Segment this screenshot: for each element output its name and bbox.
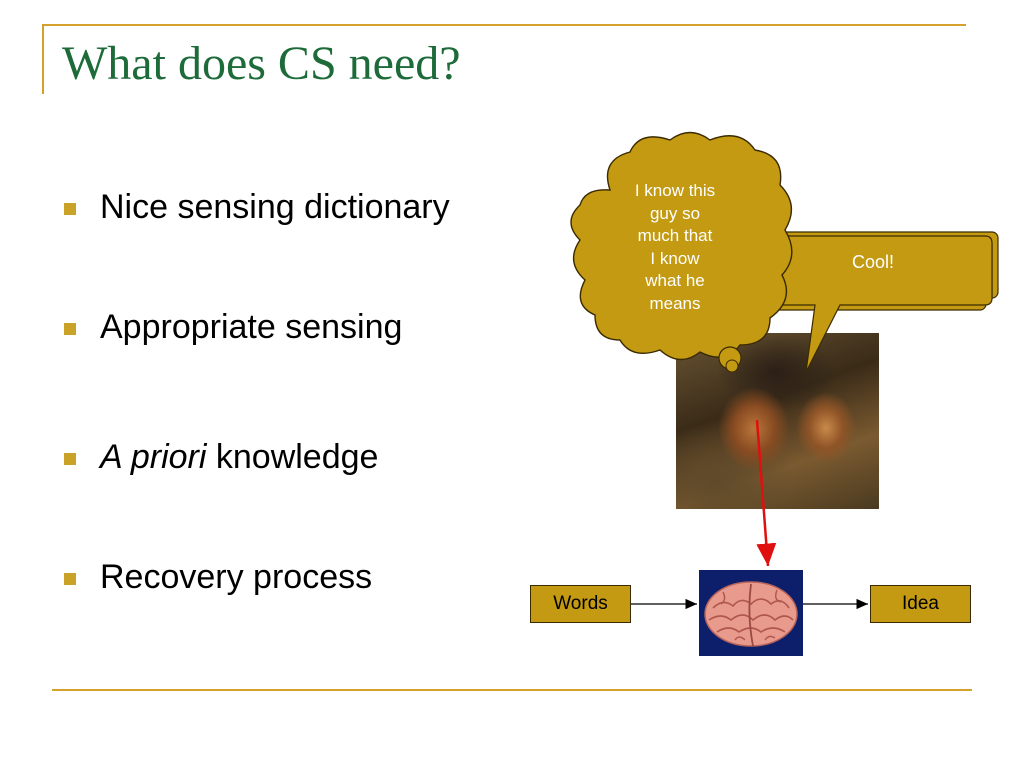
thought-line: much that [637,226,713,245]
bullet-text: Nice sensing dictionary [100,188,450,226]
frame-left-line [42,24,44,94]
two-faces-painting-image [676,333,879,509]
frame-bottom-line [52,689,972,691]
bullet-square-icon [64,203,76,215]
thought-line: what he [645,271,705,290]
slide-title: What does CS need? [62,37,461,90]
bullet-square-icon [64,323,76,335]
brain-icon [704,581,798,647]
thought-line: guy so [649,203,701,223]
idea-box: Idea [870,585,971,623]
speech-callout-text: Cool! [851,252,895,272]
bullet-italic-text: A priori [100,438,207,476]
bullet-text: A priori knowledge [100,440,378,474]
thought-line: I know [650,248,700,268]
thought-line: I know this [634,181,716,200]
frame-top-line [44,24,966,26]
bullet-text: Appropriate sensing [100,308,403,346]
bullet-text: Recovery process [100,558,373,596]
bullet-square-icon [64,453,76,465]
thought-line: means [649,293,701,313]
thought-cloud-text: I know this guy so much that I know what… [600,180,750,315]
bullet-square-icon [64,573,76,585]
bullet-plain-text: knowledge [206,438,379,476]
words-box: Words [530,585,631,623]
brain-image [699,570,803,656]
